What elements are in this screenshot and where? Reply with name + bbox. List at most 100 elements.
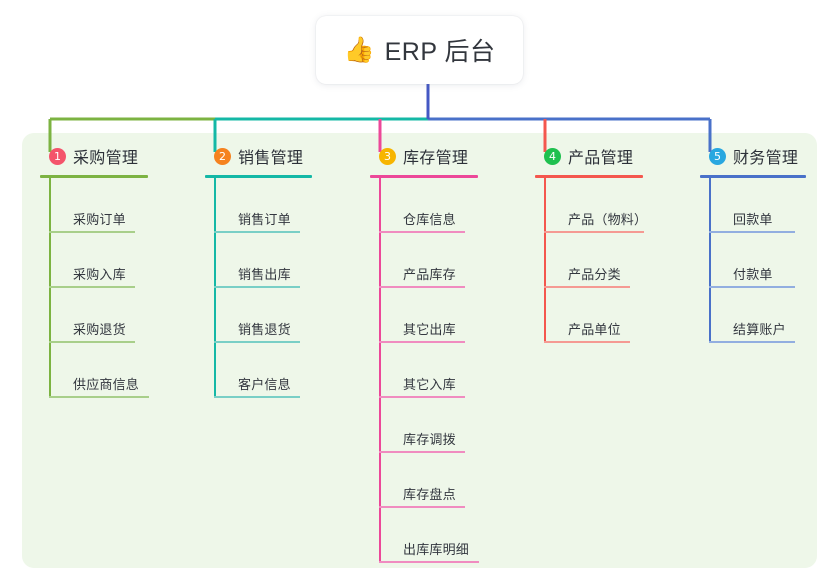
branch-leaf-list: 仓库信息产品库存其它出库其它入库库存调拨库存盘点出库库明细 [379,178,479,563]
branch-leaf-list: 回款单付款单结算账户 [709,178,806,343]
leaf-node-rule [49,396,149,398]
leaf-node[interactable]: 库存调拨 [379,398,478,453]
leaf-node[interactable]: 销售退货 [214,288,312,343]
branch-leaf-list: 采购订单采购入库采购退货供应商信息 [49,178,149,398]
branch-header-rule [535,175,643,178]
leaf-node-label: 客户信息 [238,377,291,392]
thumbs-up-icon: 👍 [343,35,375,64]
branch-header-rule [370,175,478,178]
root-node[interactable]: 👍 ERP 后台 [316,16,523,84]
leaf-node-label: 付款单 [733,267,773,282]
branch-number-badge: 5 [709,147,726,165]
branch-number-badge: 1 [49,147,66,165]
leaf-node-label: 其它出库 [403,322,456,337]
branch-header-4[interactable]: 4 产品管理 [535,143,647,169]
leaf-node[interactable]: 产品（物料） [544,178,647,233]
branch-header-5[interactable]: 5 财务管理 [700,143,806,169]
branch-title: 采购管理 [73,150,139,167]
leaf-node[interactable]: 产品分类 [544,233,647,288]
leaf-node-rule [709,341,795,343]
branch-number-badge: 3 [379,147,396,165]
leaf-node-label: 回款单 [733,212,773,227]
leaf-node-rule [379,231,465,233]
leaf-node-label: 库存盘点 [403,487,456,502]
leaf-node-label: 采购退货 [73,322,126,337]
branch-column-1: 1 采购管理采购订单采购入库采购退货供应商信息 [40,143,149,398]
leaf-node-label: 其它入库 [403,377,456,392]
leaf-node-rule [49,231,135,233]
branch-header-3[interactable]: 3 库存管理 [370,143,478,169]
leaf-node[interactable]: 采购订单 [49,178,148,233]
leaf-node[interactable]: 回款单 [709,178,806,233]
leaf-node-label: 库存调拨 [403,432,456,447]
leaf-node[interactable]: 库存盘点 [379,453,478,508]
leaf-node-rule [214,231,300,233]
branch-number-badge: 2 [214,147,231,165]
branch-header-rule [205,175,312,178]
leaf-node[interactable]: 其它入库 [379,343,478,398]
leaf-node-rule [49,286,135,288]
leaf-node-rule [379,561,479,563]
leaf-node-rule [379,341,465,343]
leaf-node-label: 采购订单 [73,212,126,227]
leaf-node-label: 产品（物料） [568,212,648,227]
leaf-node-label: 供应商信息 [73,377,140,392]
leaf-node-rule [379,286,465,288]
branch-column-5: 5 财务管理回款单付款单结算账户 [700,143,806,343]
leaf-node-label: 销售退货 [238,322,291,337]
branch-leaf-list: 销售订单销售出库销售退货客户信息 [214,178,312,398]
leaf-node[interactable]: 采购退货 [49,288,148,343]
leaf-node[interactable]: 供应商信息 [49,343,149,398]
leaf-node-rule [379,506,465,508]
branch-title: 财务管理 [733,150,799,167]
leaf-node-rule [544,286,630,288]
leaf-node-rule [49,341,135,343]
leaf-node-rule [379,396,465,398]
branch-column-2: 2 销售管理销售订单销售出库销售退货客户信息 [205,143,312,398]
leaf-node[interactable]: 结算账户 [709,288,806,343]
branch-title: 库存管理 [403,150,469,167]
branch-spine [544,178,546,343]
leaf-node[interactable]: 客户信息 [214,343,312,398]
branch-header-rule [40,175,148,178]
leaf-node-label: 产品分类 [568,267,621,282]
branch-header-2[interactable]: 2 销售管理 [205,143,312,169]
branch-column-3: 3 库存管理仓库信息产品库存其它出库其它入库库存调拨库存盘点出库库明细 [370,143,479,563]
branches-panel [22,133,817,568]
leaf-node-label: 销售出库 [238,267,291,282]
leaf-node-label: 出库库明细 [403,542,470,557]
leaf-node[interactable]: 产品库存 [379,233,478,288]
branch-leaf-list: 产品（物料） 产品分类产品单位 [544,178,647,343]
leaf-node[interactable]: 出库库明细 [379,508,479,563]
leaf-node[interactable]: 销售订单 [214,178,312,233]
branch-spine [49,178,51,398]
root-node-label: ERP 后台 [384,38,496,66]
leaf-node-rule [379,451,465,453]
leaf-node-rule [544,231,644,233]
leaf-node[interactable]: 付款单 [709,233,806,288]
leaf-node[interactable]: 产品单位 [544,288,647,343]
leaf-node-rule [214,396,300,398]
leaf-node-label: 产品库存 [403,267,456,282]
leaf-node-label: 结算账户 [733,322,786,337]
branch-title: 产品管理 [568,150,634,167]
branch-column-4: 4 产品管理产品（物料） 产品分类产品单位 [535,143,647,343]
branch-number-badge: 4 [544,147,561,165]
leaf-node[interactable]: 销售出库 [214,233,312,288]
branch-spine [214,178,216,398]
leaf-node-rule [709,286,795,288]
leaf-node-rule [214,286,300,288]
leaf-node[interactable]: 其它出库 [379,288,478,343]
leaf-node-rule [214,341,300,343]
branch-header-1[interactable]: 1 采购管理 [40,143,148,169]
branch-spine [709,178,711,343]
branch-title: 销售管理 [238,150,304,167]
leaf-node-label: 采购入库 [73,267,126,282]
leaf-node[interactable]: 采购入库 [49,233,148,288]
leaf-node[interactable]: 仓库信息 [379,178,478,233]
leaf-node-label: 仓库信息 [403,212,456,227]
leaf-node-label: 销售订单 [238,212,291,227]
leaf-node-rule [709,231,795,233]
